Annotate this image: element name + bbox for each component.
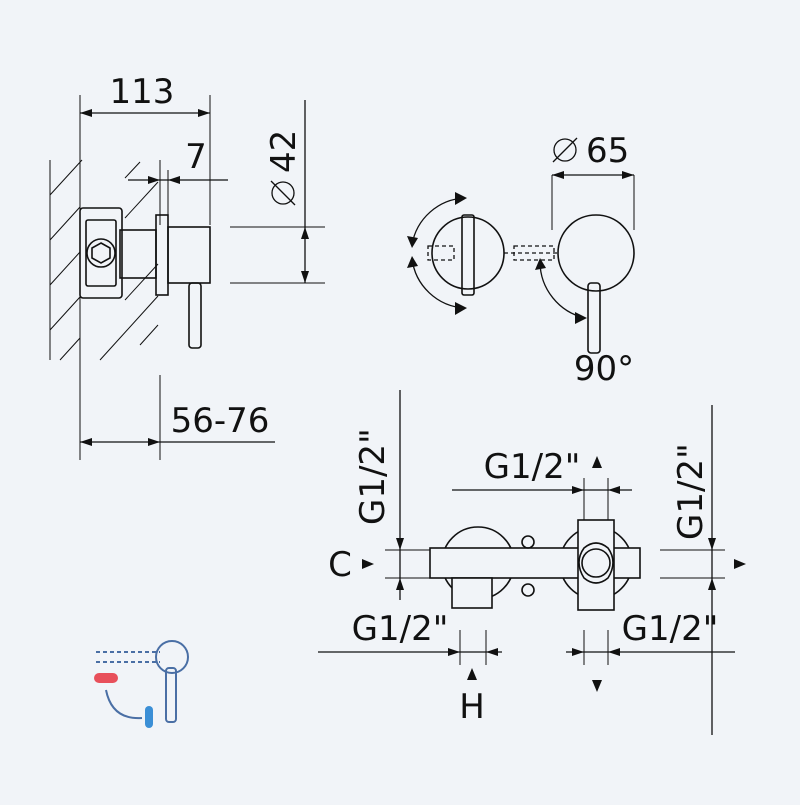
- dim-g-right-vertical: G1/2": [671, 443, 711, 540]
- dim-flange: 7: [185, 137, 207, 177]
- label-c: C: [328, 545, 352, 585]
- front-view: 90° 65: [407, 131, 635, 389]
- dim-angle: 90°: [574, 349, 634, 389]
- connection-view: G1/2" C G1/2" G1/2": [318, 390, 746, 735]
- dim-g-left-vertical: G1/2": [353, 428, 393, 525]
- dim-g-bottom-right: G1/2": [622, 609, 719, 649]
- temperature-mixer-icon: [94, 640, 189, 728]
- dim-diameter-small: 42: [264, 130, 304, 206]
- dim-width-total: 113: [110, 72, 175, 112]
- side-view: 113 7 42 56-76: [49, 72, 325, 460]
- dim-depth-range: 56-76: [171, 401, 270, 441]
- dim-diameter-large: 65: [552, 131, 629, 171]
- dim-g-top: G1/2": [484, 447, 581, 487]
- wall-hatching: [49, 159, 159, 361]
- svg-text:65: 65: [586, 131, 629, 171]
- hot-indicator-icon: [94, 673, 118, 683]
- svg-text:42: 42: [264, 130, 304, 173]
- label-h: H: [459, 687, 485, 727]
- dim-g-bottom-left: G1/2": [352, 609, 449, 649]
- cold-thermometer-icon: [145, 706, 153, 728]
